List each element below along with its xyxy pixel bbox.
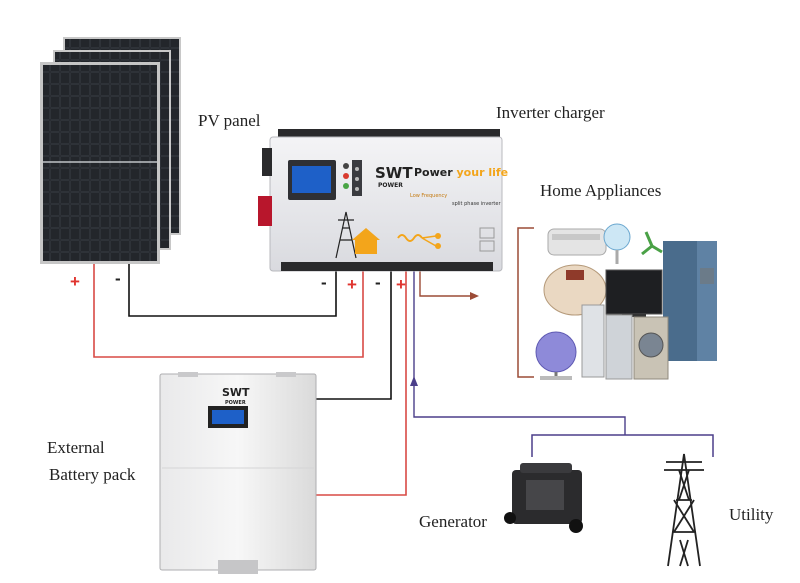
pv-negative-wire xyxy=(128,264,337,317)
inverter-lcd-screen xyxy=(292,166,331,193)
inverter-line1: Low Frequency xyxy=(410,193,447,199)
home-appliances-cluster xyxy=(535,223,717,380)
inverter-brand-sub: POWER xyxy=(378,182,403,189)
battery-negative-wire xyxy=(314,271,392,400)
external-battery-pack: SWT POWER xyxy=(159,372,317,574)
external-battery-label-line2: Battery pack xyxy=(49,465,136,484)
pv-panel-front xyxy=(40,62,160,264)
ac-output-wire xyxy=(419,271,476,297)
inverter-brand: SWT xyxy=(375,164,413,182)
inverter-line2: split phase inverter xyxy=(452,201,501,207)
home-appliances-label: Home Appliances xyxy=(540,181,662,200)
ac-input-wire xyxy=(413,271,626,435)
transmission-tower-icon xyxy=(335,211,357,259)
generator-icon xyxy=(504,463,583,533)
inverter-battery-negative-marker: - xyxy=(375,273,381,292)
ac-input-arrow xyxy=(410,376,418,386)
utility-pylon-icon xyxy=(664,453,704,567)
battery-lcd-screen xyxy=(212,410,244,424)
external-battery-label-line1: External xyxy=(47,438,105,457)
pv-positive-marker: + xyxy=(70,272,80,291)
utility-label: Utility xyxy=(729,505,774,524)
inverter-slogan: Power your life xyxy=(414,166,508,179)
ac-output-arrow xyxy=(470,292,479,300)
inverter-pv-negative-marker: - xyxy=(321,273,327,292)
appliance-bracket xyxy=(517,227,534,378)
pv-negative-marker: - xyxy=(115,269,121,288)
pv-panel-stack xyxy=(40,37,181,264)
coil-icon xyxy=(397,234,423,242)
battery-brand: SWT xyxy=(222,386,250,399)
generator-label: Generator xyxy=(419,512,487,531)
house-icon xyxy=(352,228,380,254)
pv-panel-label: PV panel xyxy=(198,111,261,130)
pv-positive-wire xyxy=(93,264,364,358)
inverter-battery-positive-marker: + xyxy=(396,275,406,294)
source-bracket xyxy=(531,434,714,457)
inverter-pv-positive-marker: + xyxy=(347,275,357,294)
inverter-charger-label: Inverter charger xyxy=(496,103,605,122)
inverter-charger: SWT POWER Power your life Low Frequency … xyxy=(258,129,508,272)
battery-brand-sub: POWER xyxy=(225,400,246,406)
battery-positive-wire xyxy=(314,271,407,496)
